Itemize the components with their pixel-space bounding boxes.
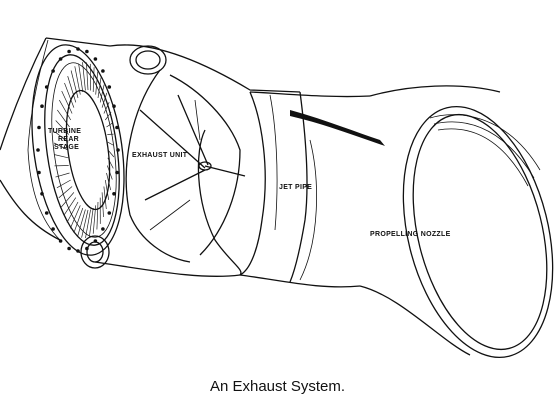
turbine-blade [57, 109, 70, 128]
turbine-blade [58, 186, 73, 199]
flange-bolt [40, 192, 44, 196]
svg-text:REAR: REAR [58, 136, 79, 143]
turbine-rear-stage-blades [51, 62, 117, 238]
turbine-blade [95, 71, 99, 95]
label-jet-pipe: JET PIPE [279, 184, 312, 191]
turbine-blade [70, 70, 79, 99]
turbine-blade [107, 141, 115, 146]
turbine-blade [106, 122, 113, 128]
turbine-blade [85, 209, 91, 238]
label-exhaust-unit: EXHAUST UNIT [132, 152, 188, 159]
turbine-flange [31, 44, 125, 256]
turbine-blade [61, 90, 73, 114]
turbine-blade [53, 142, 69, 151]
flange-bolt [112, 192, 116, 196]
turbine-blade [69, 205, 81, 229]
flange-bolt [93, 57, 98, 61]
turbine-blade [55, 172, 70, 178]
flange-bolt [112, 104, 116, 108]
turbine-blade [103, 102, 110, 114]
mounting-bosses [80, 45, 167, 269]
turbine-blade [56, 179, 71, 189]
turbine-blade [77, 209, 86, 237]
flange-bolt [101, 69, 105, 73]
turbine-blade [99, 84, 105, 103]
turbine-blade [74, 66, 81, 95]
flange-bolt [40, 104, 44, 108]
flange-bolt [85, 49, 89, 54]
flange-bolt [67, 49, 71, 54]
exhaust-unit-casing [94, 44, 301, 277]
flange-bolt [67, 246, 71, 251]
turbine-blade [103, 186, 107, 210]
figure-caption: An Exhaust System. [209, 378, 346, 395]
jet-pipe [197, 91, 385, 288]
turbine-blade [82, 62, 86, 91]
turbine-blade [107, 149, 115, 158]
turbine-blade [101, 92, 108, 108]
turbine-blade [63, 197, 77, 216]
turbine-blade [53, 154, 69, 159]
label-turbine-rear-stage: TURBINE REAR STAGE [48, 128, 81, 151]
flange-bolt [101, 227, 105, 231]
flange-bolt [36, 148, 40, 152]
flange-bolt [76, 47, 80, 51]
turbine-blade [96, 201, 99, 230]
propelling-nozzle [359, 85, 554, 358]
turbine-blade [89, 207, 94, 237]
turbine-blade [105, 111, 112, 121]
turbine-blade [60, 192, 75, 208]
flange-bolt [107, 211, 112, 215]
flange-bolt [115, 125, 119, 130]
turbine-blade [54, 131, 69, 143]
turbine-blade [97, 77, 102, 99]
flange-bolt [58, 57, 63, 61]
turbine-blade [104, 179, 110, 200]
label-propelling-nozzle: PROPELLING NOZZLE [370, 231, 451, 238]
turbine-blade [64, 82, 75, 108]
flange-bolt [51, 69, 55, 73]
flange-bolt [76, 249, 80, 253]
flange-bolt [44, 85, 49, 89]
flange-bolt [107, 85, 112, 89]
svg-text:STAGE: STAGE [54, 144, 79, 151]
turbine-blade [86, 62, 89, 91]
flange-bolt [37, 125, 41, 130]
turbine-blade [73, 207, 84, 234]
turbine-blade [81, 209, 89, 238]
turbine-blade [67, 75, 77, 103]
turbine-blade [66, 201, 79, 223]
turbine-blade [92, 67, 95, 93]
flange-bolt [51, 227, 55, 231]
flange-bolt [58, 239, 63, 243]
flange-bolt [37, 170, 41, 175]
flange-bolt [44, 211, 49, 215]
svg-text:TURBINE: TURBINE [48, 128, 81, 135]
turbine-blade [78, 63, 84, 93]
turbine-blade [58, 99, 72, 121]
flange-bolt [116, 148, 120, 152]
